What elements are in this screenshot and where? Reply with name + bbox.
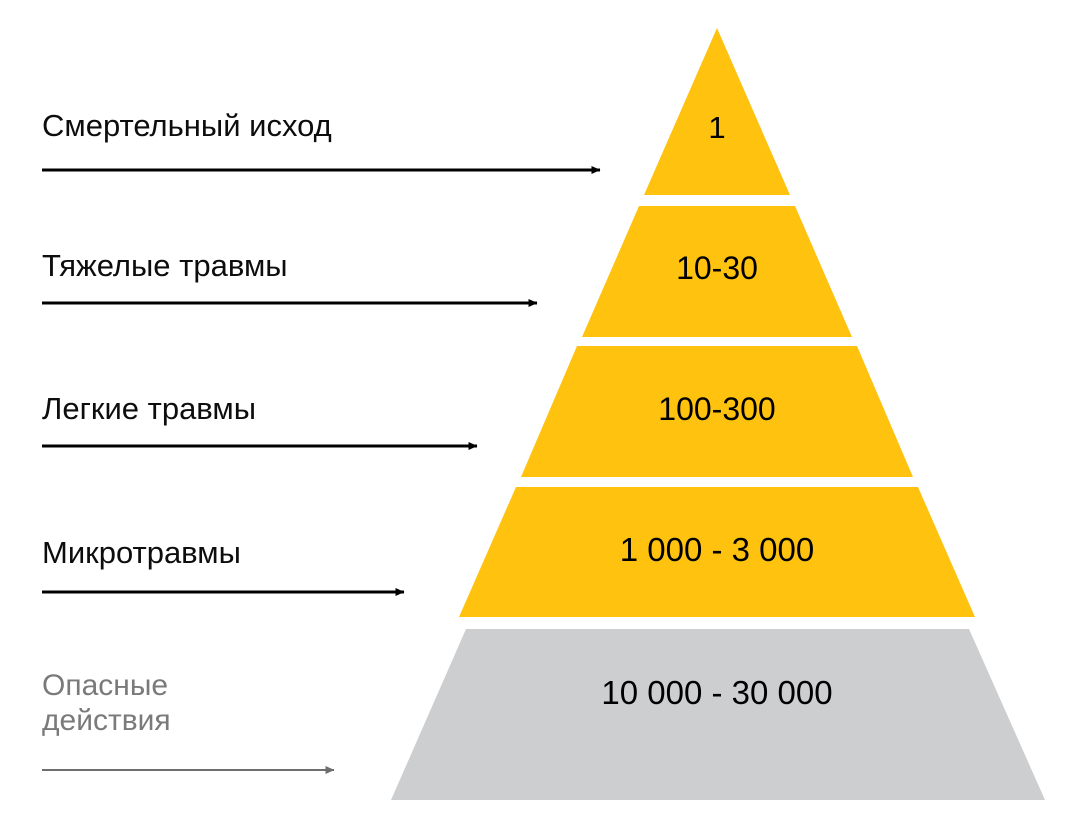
level-label-5: Опасные действия [42,669,171,738]
level-label-2: Тяжелые травмы [42,248,288,283]
level-label-1: Смертельный исход [42,108,332,143]
level-value-1: 1 [708,110,726,145]
pyramid-tier-4[interactable] [459,487,975,617]
pyramid-tier-5[interactable] [391,629,1045,800]
pyramid-tier-2[interactable] [582,206,852,337]
pyramid-tier-3[interactable] [521,346,913,477]
level-label-3: Легкие травмы [42,391,257,426]
pyramid-tier-1[interactable] [644,28,790,195]
level-value-3: 100-300 [658,391,776,427]
level-value-2: 10-30 [676,250,758,286]
level-label-4: Микротравмы [42,535,241,570]
level-value-5: 10 000 - 30 000 [601,674,833,711]
level-value-4: 1 000 - 3 000 [619,531,815,568]
